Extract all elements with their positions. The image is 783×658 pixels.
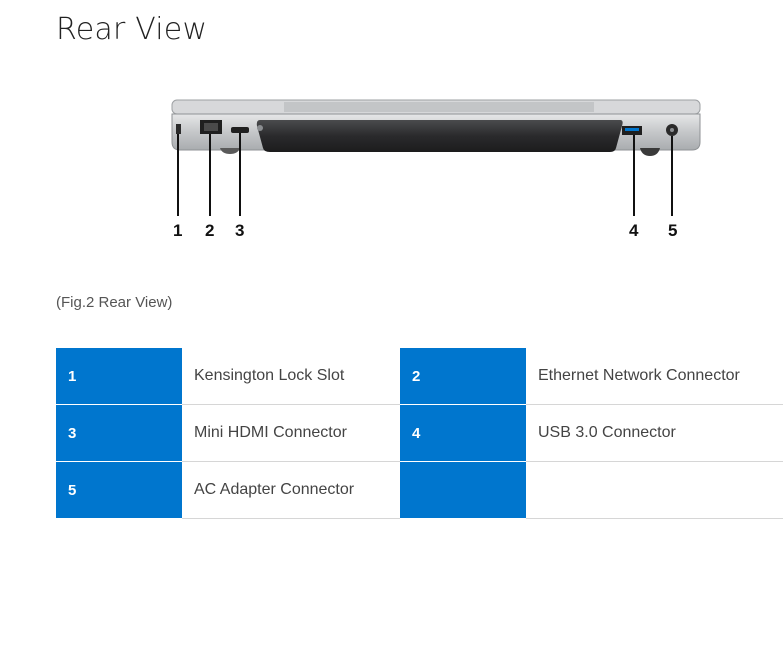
laptop-rear-view-figure: 1 2 3 4 5 <box>160 90 720 250</box>
legend-number-cell: 1 <box>56 348 182 405</box>
table-row: 1 Kensington Lock Slot 2 Ethernet Networ… <box>56 348 783 405</box>
rubber-foot <box>640 148 660 156</box>
legend-number-cell <box>400 461 526 519</box>
legend-label-cell: Mini HDMI Connector <box>182 404 400 462</box>
mini-hdmi-port-icon <box>231 127 249 133</box>
connector-legend-table: 1 Kensington Lock Slot 2 Ethernet Networ… <box>56 348 783 519</box>
battery <box>256 120 623 152</box>
page-title: Rear View <box>56 12 208 47</box>
callout-number: 2 <box>205 221 215 240</box>
laptop-rear-illustration <box>171 99 701 216</box>
legend-label-cell: Kensington Lock Slot <box>182 348 400 405</box>
table-row: 5 AC Adapter Connector <box>56 461 783 519</box>
legend-label-cell <box>526 461 783 519</box>
legend-number-cell: 3 <box>56 404 182 462</box>
callout-lines <box>177 133 673 216</box>
lid-hinge <box>284 102 594 112</box>
table-row: 3 Mini HDMI Connector 4 USB 3.0 Connecto… <box>56 404 783 462</box>
legend-number-cell: 5 <box>56 461 182 519</box>
legend-label-cell: USB 3.0 Connector <box>526 404 783 462</box>
legend-number-cell: 4 <box>400 404 526 462</box>
callout-number: 3 <box>235 221 245 240</box>
legend-label-cell: Ethernet Network Connector <box>526 348 783 405</box>
legend-number-cell: 2 <box>400 348 526 405</box>
rubber-foot <box>220 148 240 154</box>
legend-label-cell: AC Adapter Connector <box>182 461 400 519</box>
screw-icon <box>257 125 263 131</box>
figure-caption: (Fig.2 Rear View) <box>56 294 173 311</box>
callout-number: 5 <box>668 221 678 240</box>
callout-number: 1 <box>173 221 183 240</box>
kensington-lock-slot-icon <box>176 124 181 134</box>
callout-number: 4 <box>629 221 639 240</box>
